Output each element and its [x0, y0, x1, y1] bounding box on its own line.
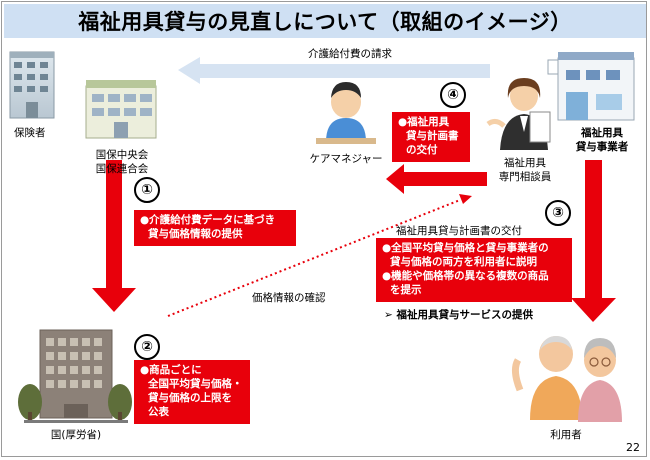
federation-label-line2: 国保連合会	[95, 163, 149, 175]
provider-label-line2: 貸与事業者	[575, 141, 629, 153]
step-1-marker: ①	[134, 177, 160, 203]
advisor-label-line2: 専門相談員	[498, 171, 552, 183]
step-4-box-line2: 貸与計画書	[406, 130, 459, 142]
care-manager-person-icon	[316, 82, 376, 144]
step-3-box-line3: ●機能や価格帯の異なる複数の商品	[382, 270, 549, 282]
user-label: 利用者	[550, 429, 582, 441]
advisor-person-icon	[486, 78, 551, 150]
service-note: ➢ 福祉用具貸与サービスの提供	[384, 309, 533, 321]
federation-label-line1: 国保中央会	[95, 149, 149, 161]
step-2-box: ●商品ごとに 全国平均貸与価格・ 貸与価格の上限を 公表	[134, 360, 250, 424]
step-3-box-line1: ●全国平均貸与価格と貸与事業者の	[382, 242, 549, 254]
billing-label: 介護給付費の請求	[308, 48, 392, 60]
plan-delivery-label: 福祉用具貸与計画書の交付	[396, 225, 522, 237]
step-2-box-line2: 全国平均貸与価格・	[148, 378, 243, 390]
step-1-box-line2: 貸与価格情報の提供	[148, 228, 243, 240]
page-title: 福祉用具貸与の見直しについて（取組のイメージ）	[78, 10, 572, 34]
elderly-users-icon	[511, 336, 622, 422]
step-1-box: ●介護給付費データに基づき 貸与価格情報の提供	[134, 210, 296, 246]
step-2-box-line4: 公表	[148, 406, 169, 418]
federation-building-icon	[85, 80, 157, 139]
step-3-box-line4: を提示	[390, 284, 422, 296]
step-4-marker: ④	[440, 82, 466, 108]
step-2-box-line3: 貸与価格の上限を	[148, 392, 232, 404]
price-check-label: 価格情報の確認	[252, 292, 326, 304]
provider-label: 福祉用具 貸与事業者	[566, 126, 638, 154]
insurer-label: 保険者	[14, 127, 46, 139]
price-check-dotted-arrow	[167, 194, 472, 317]
provider-building-icon	[547, 52, 635, 121]
provider-label-line1: 福祉用具	[581, 127, 623, 139]
ministry-building-icon	[18, 329, 132, 423]
step-4-box: ●福祉用具 貸与計画書 の交付	[392, 112, 470, 162]
insurer-building-icon	[9, 51, 55, 119]
step-4-box-line1: ●福祉用具	[398, 116, 450, 128]
ministry-label: 国(厚労省)	[50, 429, 102, 441]
step-2-marker: ②	[134, 334, 160, 360]
advisor-label: 福祉用具 専門相談員	[490, 156, 560, 184]
arrow-provider-to-user	[571, 160, 616, 322]
federation-label: 国保中央会 国保連合会	[88, 148, 156, 176]
step-3-box: ●全国平均貸与価格と貸与事業者の 貸与価格の両方を利用者に説明 ●機能や価格帯の…	[376, 238, 572, 302]
care-manager-label: ケアマネジャー	[309, 153, 383, 165]
step-1-box-line1: ●介護給付費データに基づき	[140, 214, 276, 226]
step-3-marker: ③	[545, 200, 571, 226]
step-2-box-line1: ●商品ごとに	[140, 364, 202, 376]
title-bar: 福祉用具貸与の見直しについて（取組のイメージ）	[4, 4, 646, 38]
step-4-box-line3: の交付	[406, 144, 438, 156]
arrow-federation-to-ministry	[92, 160, 136, 312]
advisor-label-line1: 福祉用具	[504, 157, 546, 169]
step-3-box-line2: 貸与価格の両方を利用者に説明	[390, 256, 537, 268]
arrow-advisor-to-care-manager	[386, 164, 487, 194]
billing-arrow	[178, 57, 490, 84]
page-number: 22	[626, 441, 640, 454]
